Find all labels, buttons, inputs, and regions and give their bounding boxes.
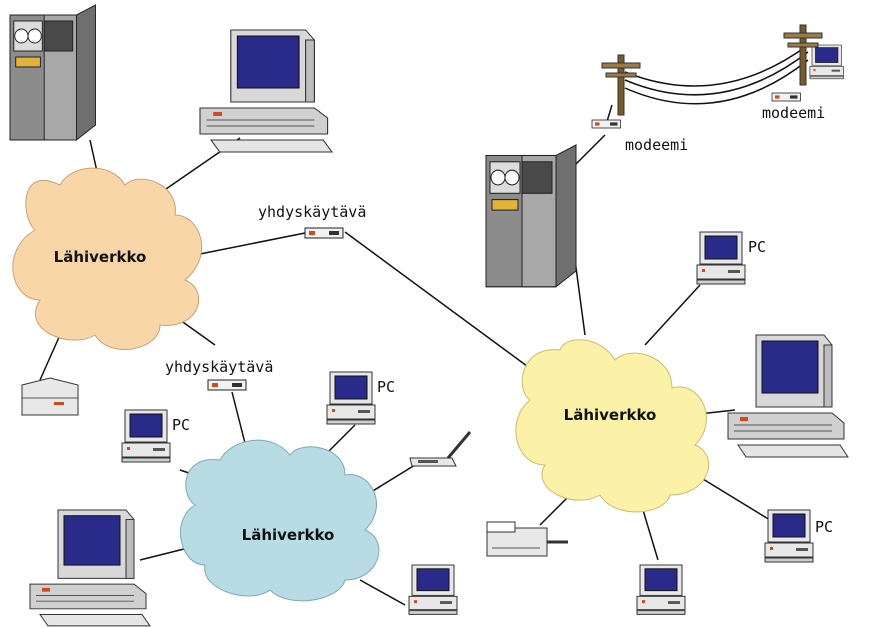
lan-cloud-right-label: Lähiverkko xyxy=(564,406,657,424)
lan-cloud-bottom-label: Lähiverkko xyxy=(242,526,335,544)
workstation-right xyxy=(727,334,849,458)
pc-bottom-center xyxy=(408,564,458,615)
lan-cloud-bottom: Lähiverkko xyxy=(180,439,380,602)
pc-label: PC xyxy=(815,518,833,536)
scanner-device xyxy=(409,431,472,467)
modem-near: modeemi xyxy=(591,119,688,154)
modem-near-label: modeemi xyxy=(625,136,688,154)
modem-far: modeemi xyxy=(762,92,825,122)
lan-cloud-right: Lähiverkko xyxy=(515,339,710,513)
mainframe-server-top-left xyxy=(9,4,97,141)
gateway-middle-label: yhdyskäytävä xyxy=(165,358,273,376)
pc-bottom-left: PC xyxy=(121,409,190,463)
workstation-top xyxy=(199,29,333,153)
mainframe-server-right xyxy=(485,144,577,288)
pc-label: PC xyxy=(377,378,395,396)
lan-cloud-left: Lähiverkko xyxy=(12,167,203,350)
workstation-bottom-left xyxy=(29,509,151,627)
gateway-top-label: yhdyskäytävä xyxy=(258,203,366,221)
gateway-middle: yhdyskäytävä xyxy=(165,358,273,391)
pc-label: PC xyxy=(172,416,190,434)
printer-left xyxy=(21,377,79,416)
gateway-top: yhdyskäytävä xyxy=(258,203,366,239)
pc-label: PC xyxy=(748,238,766,256)
pc-bottom-mid: PC xyxy=(326,371,395,425)
modem-far-label: modeemi xyxy=(762,104,825,122)
phone-cables xyxy=(624,44,809,105)
utility-pole-near xyxy=(601,54,641,116)
pc-right-bottom: PC xyxy=(764,509,833,563)
pc-right-lower xyxy=(636,564,686,615)
fax-machine xyxy=(486,521,568,557)
mac-remote xyxy=(809,44,844,80)
lan-cloud-left-label: Lähiverkko xyxy=(54,248,147,266)
pc-right-top: PC xyxy=(696,231,766,285)
